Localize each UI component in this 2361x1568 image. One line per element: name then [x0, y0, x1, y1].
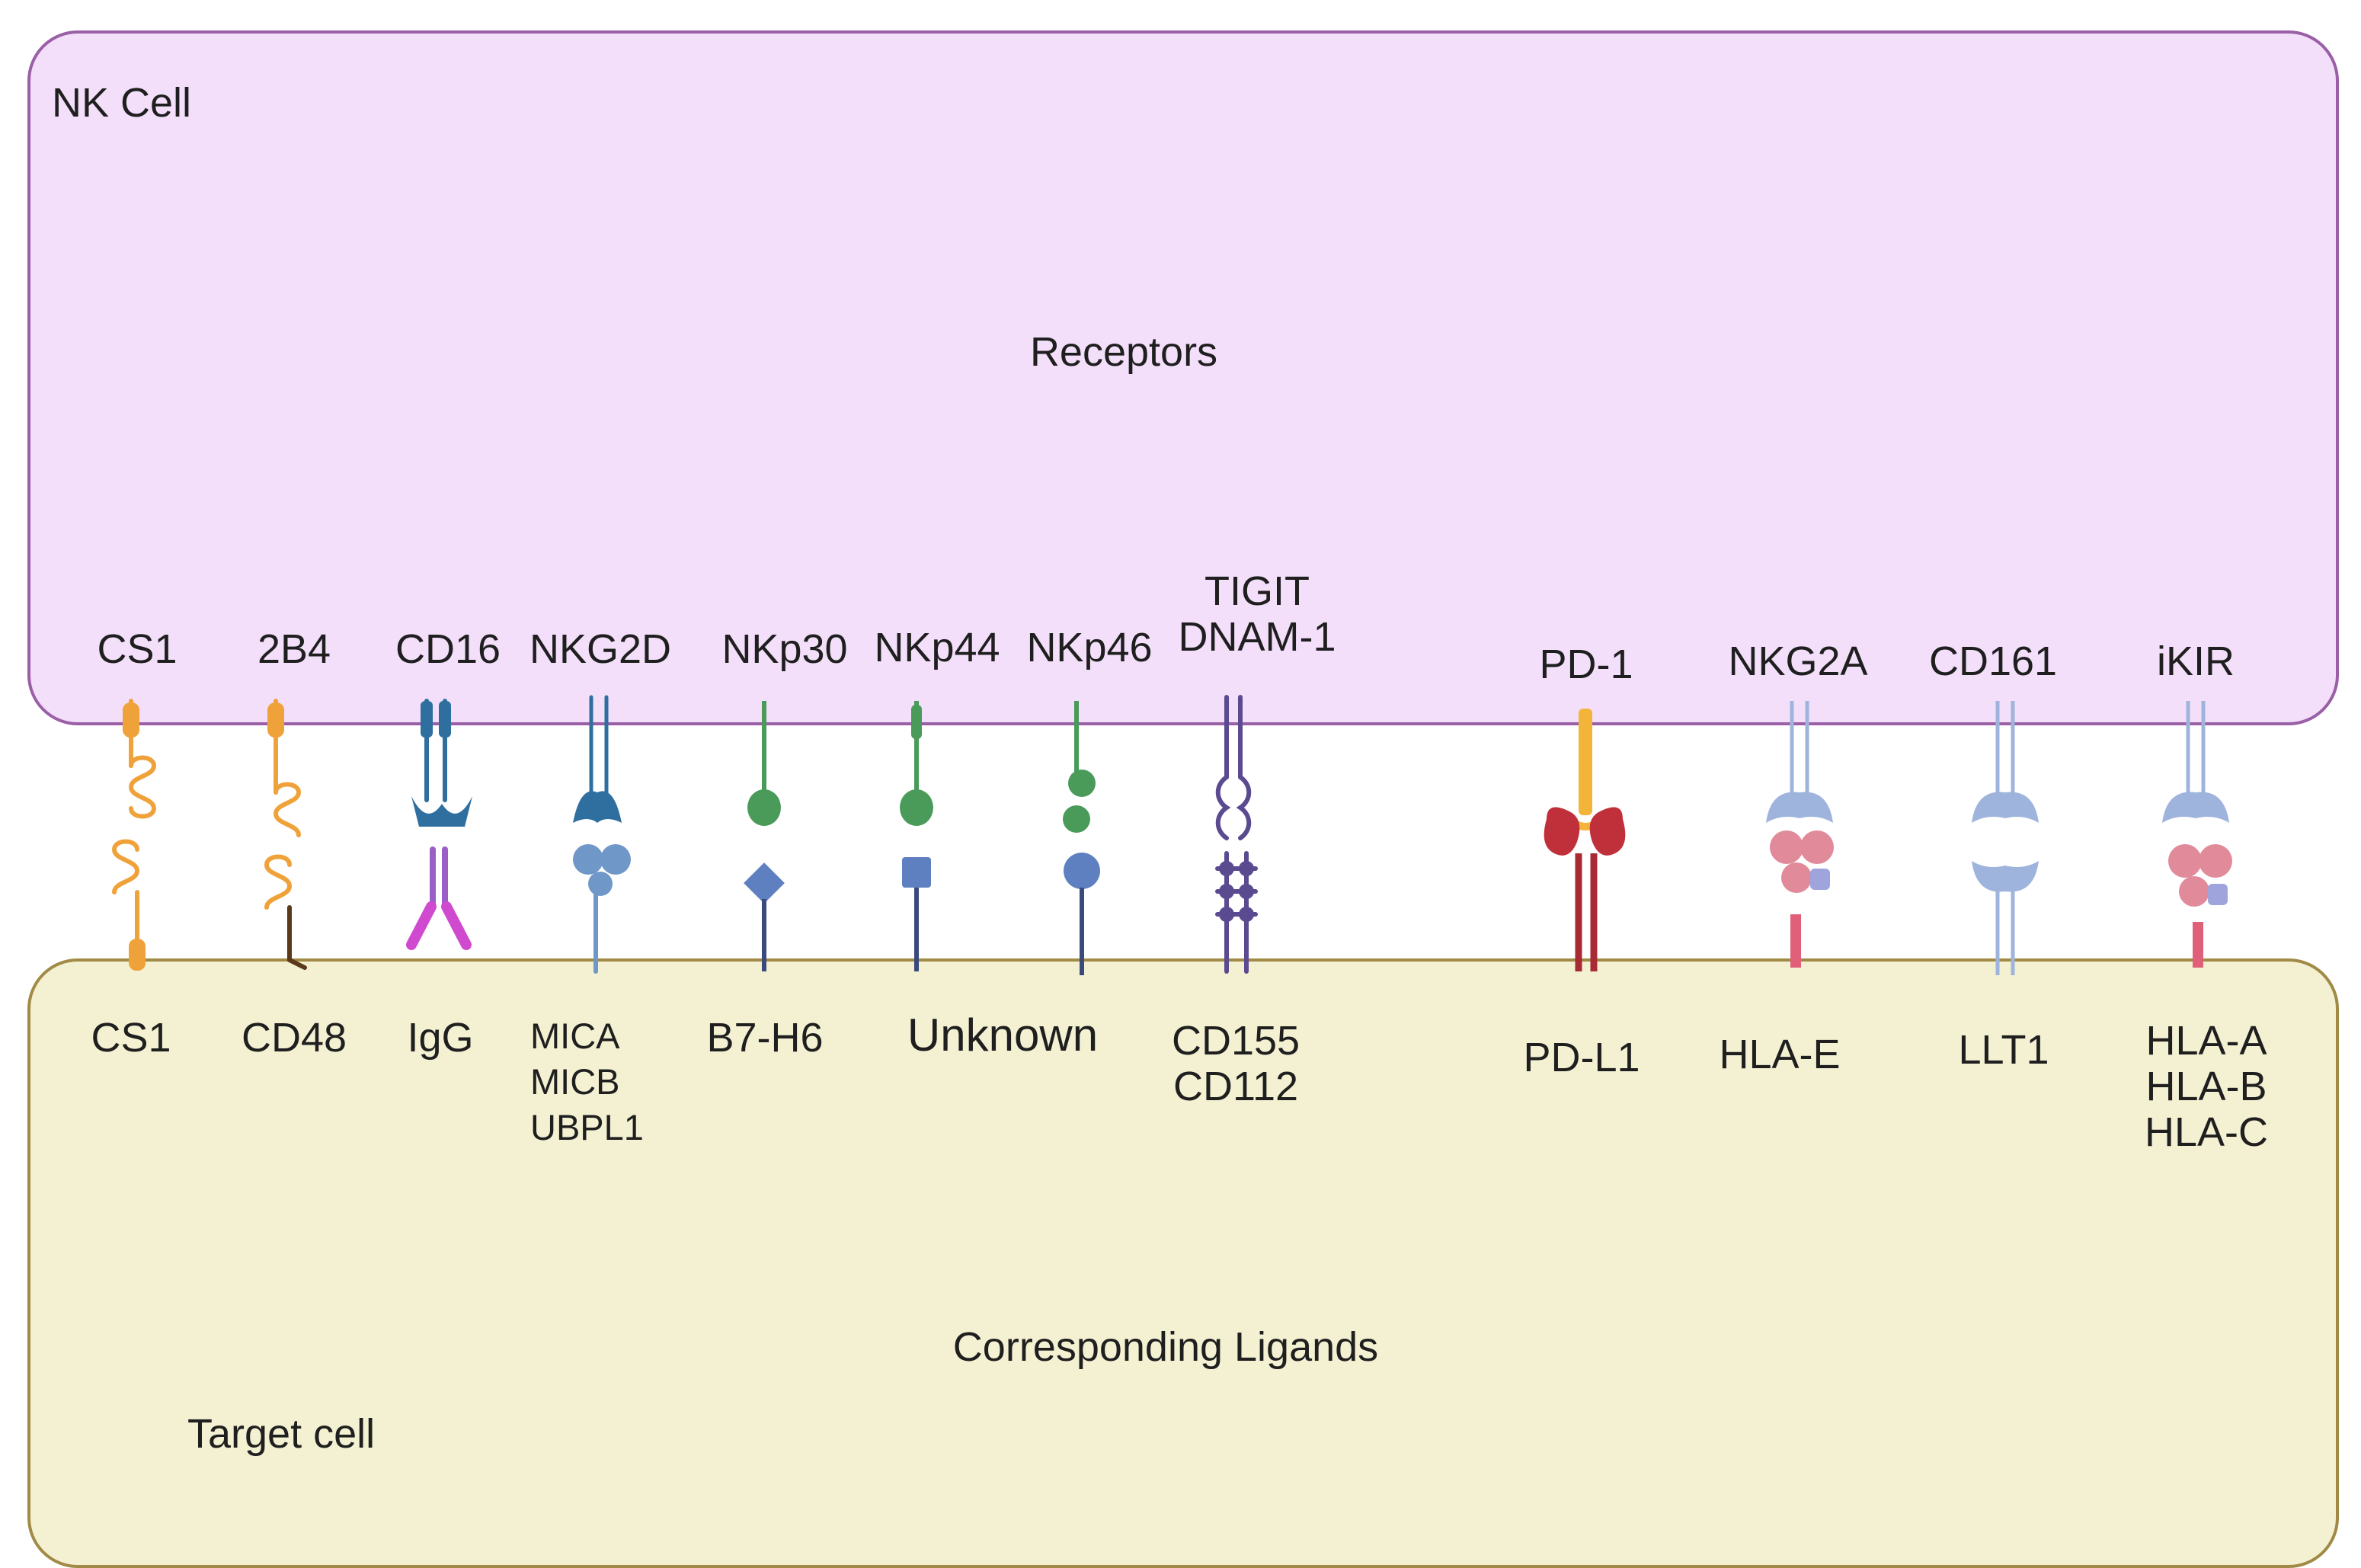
nkp30-receptor-glyph — [747, 701, 781, 826]
receptor-label-nkp44: NKp44 — [874, 625, 1000, 670]
receptor-label-nkg2d: NKG2D — [529, 626, 672, 672]
ligand-label-cd155-cd112: CD155 CD112 — [1171, 1018, 1300, 1109]
ligand-label-hla-abc: HLA-A HLA-B HLA-C — [2144, 1018, 2269, 1155]
nkg2a-receptor-glyph — [1766, 701, 1833, 823]
ligand-label-unknown: Unknown — [907, 1010, 1099, 1061]
ligands-section-label: Corresponding Ligands — [952, 1324, 1379, 1370]
ikir-receptor-glyph — [2162, 701, 2229, 823]
ligand-label-mica-micb-ubpl1: MICA MICB UBPL1 — [530, 1016, 644, 1147]
pdl1-ligand-glyph — [1544, 807, 1626, 971]
ligand-label-hla-e: HLA-E — [1719, 1032, 1841, 1077]
ligand-label-llt1: LLT1 — [1958, 1027, 2049, 1073]
tigit-receptor-glyph — [1215, 695, 1252, 840]
receptor-label-2b4: 2B4 — [257, 626, 331, 672]
ligand-label-cd48: CD48 — [241, 1015, 347, 1061]
nkp44-receptor-glyph — [900, 701, 933, 826]
nkp44-unknown-ligand-glyph — [902, 857, 931, 971]
ligand-label-pdl1: PD-L1 — [1523, 1035, 1640, 1080]
receptor-label-nkp46: NKp46 — [1026, 625, 1153, 670]
cd48-ligand-glyph — [264, 854, 307, 970]
nkg2d-receptor-glyph — [573, 695, 622, 823]
receptor-label-cs1: CS1 — [97, 626, 178, 672]
hla-e-ligand-glyph — [1770, 830, 1834, 968]
b7h6-ligand-glyph — [744, 862, 785, 971]
nkp46-receptor-glyph — [1063, 701, 1096, 833]
igg-ligand-glyph — [406, 846, 472, 950]
target-cell-title: Target cell — [187, 1411, 376, 1457]
receptor-label-nkp30: NKp30 — [721, 626, 848, 672]
cs1-ligand-glyph — [111, 839, 146, 971]
2b4-receptor-glyph — [267, 699, 302, 837]
receptor-label-ikir: iKIR — [2156, 638, 2235, 684]
receptor-label-tigit-dnam1: TIGIT DNAM-1 — [1178, 568, 1336, 660]
ligand-label-igg: IgG — [407, 1015, 474, 1061]
nk-cell-title: NK Cell — [52, 80, 192, 126]
cd16-receptor-glyph — [411, 699, 472, 827]
ligand-label-b7h6: B7-H6 — [706, 1015, 824, 1061]
hla-abc-ligand-glyph — [2168, 844, 2232, 968]
cs1-receptor-glyph — [123, 699, 157, 819]
receptor-label-cd161: CD161 — [1928, 638, 2058, 684]
receptor-label-cd16: CD16 — [395, 626, 501, 672]
ligand-label-cs1: CS1 — [91, 1015, 171, 1061]
cd155-ligand-glyph — [1215, 851, 1258, 974]
mica-ligand-glyph — [573, 844, 631, 974]
receptor-label-pd1: PD-1 — [1539, 642, 1633, 687]
cd161-receptor-glyph — [1972, 701, 2039, 823]
nkp46-unknown-ligand-glyph — [1064, 853, 1100, 975]
llt1-ligand-glyph — [1972, 861, 2039, 975]
target-cell-membrane — [27, 958, 2339, 1568]
receptors-section-label: Receptors — [1029, 329, 1218, 375]
receptor-label-nkg2a: NKG2A — [1728, 638, 1868, 684]
nk-cell-membrane — [27, 30, 2339, 725]
pd1-receptor-glyph — [1566, 709, 1604, 830]
